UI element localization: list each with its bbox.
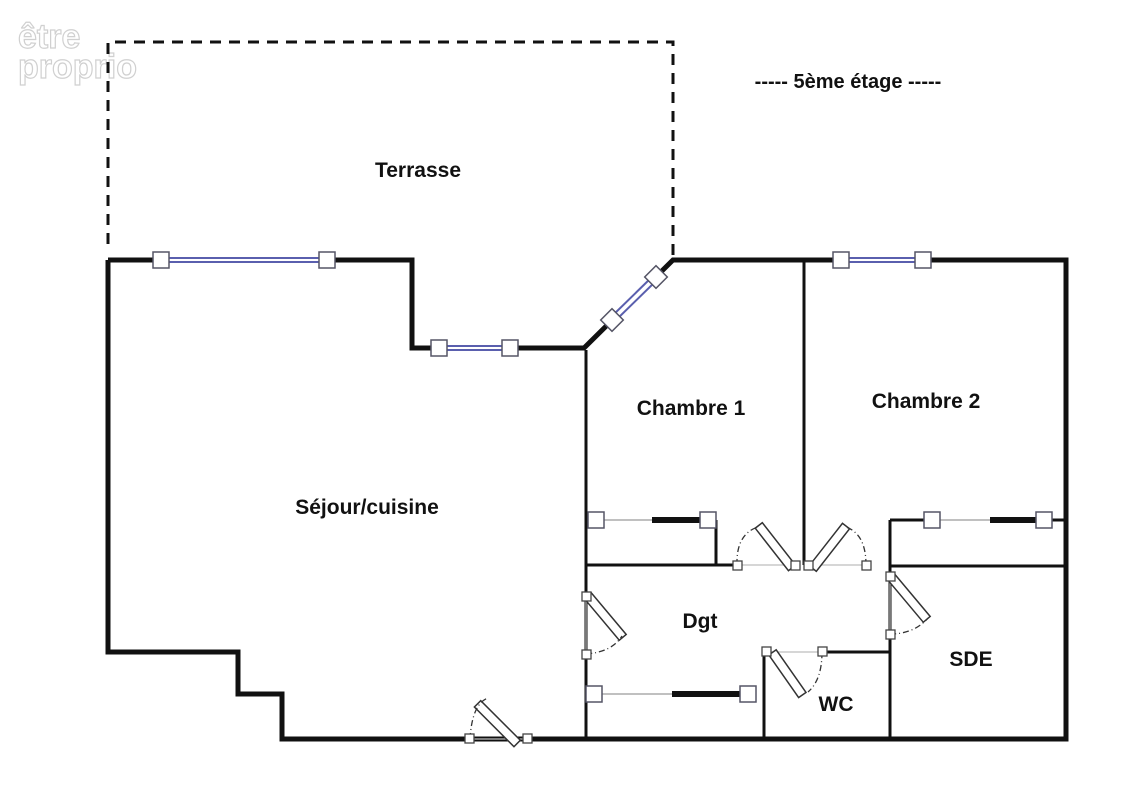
room-label-terrace: Terrasse — [375, 159, 461, 182]
door-bedroom2 — [803, 522, 872, 573]
door-hallway-left — [581, 591, 628, 660]
terrace-outline — [106, 40, 675, 258]
window-living-top — [152, 251, 336, 269]
watermark-line-1: être — [18, 18, 80, 56]
room-label-bedroom2: Chambre 2 — [872, 390, 981, 413]
outer-walls — [105, 257, 1069, 742]
window-living-alcove — [430, 339, 519, 357]
window-bedroom2 — [832, 251, 932, 269]
room-label-hallway: Dgt — [683, 610, 718, 633]
window-diagonal — [599, 264, 669, 333]
door-bedroom1 — [732, 521, 801, 572]
closet-hallway — [585, 685, 757, 703]
floor-label: ----- 5ème étage ----- — [755, 71, 942, 93]
door-bathroom — [885, 571, 932, 640]
closet-bedroom2 — [890, 511, 1066, 529]
room-label-toilet: WC — [819, 693, 854, 716]
watermark-logo: être proprio — [17, 17, 137, 86]
room-label-bedroom1: Chambre 1 — [637, 397, 746, 420]
room-label-bathroom: SDE — [949, 648, 992, 671]
watermark-line-2: proprio — [18, 48, 137, 86]
room-label-living: Séjour/cuisine — [295, 496, 439, 519]
door-entrance — [464, 697, 533, 748]
closet-bedroom1 — [587, 511, 717, 529]
interior-walls — [584, 262, 1066, 739]
door-toilet — [761, 646, 828, 699]
